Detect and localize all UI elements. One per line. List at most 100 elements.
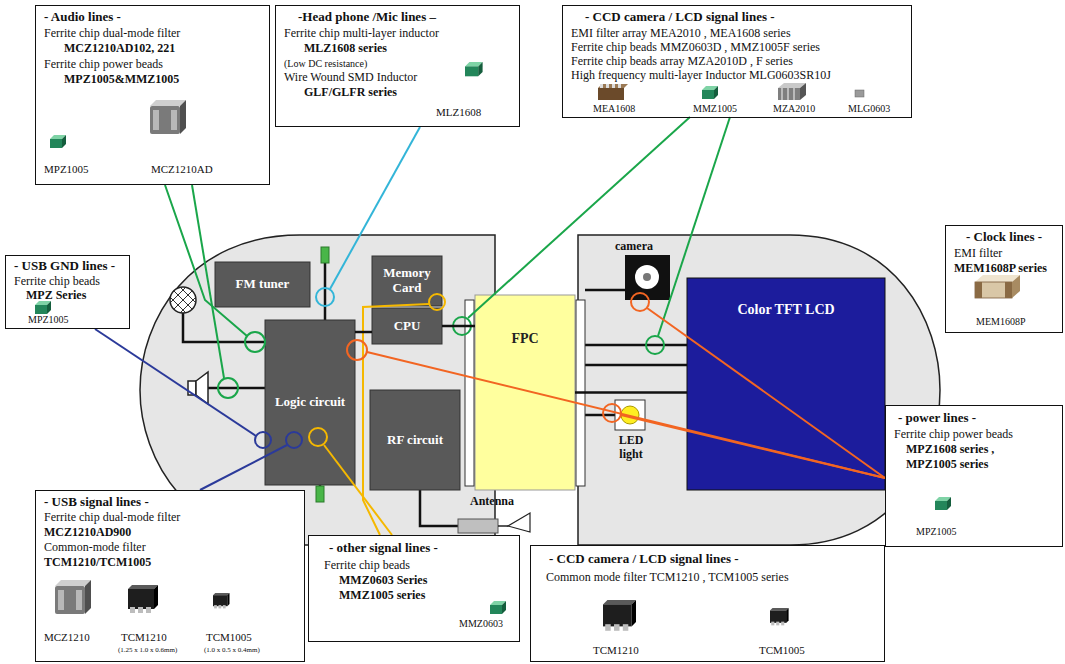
emi-filter-chip <box>1005 282 1012 298</box>
leader-line <box>468 117 690 318</box>
callout-box: - USB signal lines -Ferrite chip dual-mo… <box>35 490 305 662</box>
block-label: FM tuner <box>234 275 292 294</box>
callout-text: EMI filter <box>954 247 1002 261</box>
callout-text: TCM1210/TCM1005 <box>44 556 151 570</box>
callout-ground <box>275 5 520 127</box>
circuit-block: CPU <box>372 308 442 344</box>
callout-heading: - USB signal lines - <box>44 495 149 510</box>
callout-circle <box>218 378 238 398</box>
callout-text: MPZ1005 <box>28 314 69 326</box>
antenna <box>498 525 508 527</box>
circuit-wire <box>208 387 265 390</box>
callout-circle <box>646 336 664 354</box>
speaker <box>188 372 208 404</box>
callout-box: - CCD camera / LCD signal lines -Common … <box>530 545 885 662</box>
block-label: FPC <box>509 329 540 349</box>
component-icon <box>770 608 789 625</box>
array-chip <box>618 84 621 88</box>
part-label: camera <box>606 240 662 254</box>
tiny-chip <box>855 90 864 97</box>
block-label: Memory Card <box>372 264 442 298</box>
callout-heading: - Clock lines - <box>966 230 1042 245</box>
emi-filter-chip <box>975 275 1020 298</box>
callout-ground <box>885 405 1063 547</box>
circuit-block: Color TFT LCD <box>687 278 885 490</box>
camera-module <box>635 265 659 289</box>
callout-ground <box>945 225 1063 333</box>
block-label: CPU <box>392 317 423 336</box>
leader-line <box>95 117 885 535</box>
component-icon <box>128 585 158 613</box>
callout-heading: - Audio lines - <box>44 10 121 25</box>
callout-circle <box>309 428 327 446</box>
callout-heading: - CCD camera / LCD signal lines - <box>585 10 775 25</box>
leader-line <box>658 117 730 336</box>
callout-text: MCZ1210 <box>44 631 90 644</box>
callout-text: MMZ1005 series <box>339 589 425 603</box>
callout-text: Ferrite chip beads array MZA2010D , F se… <box>571 55 793 69</box>
leader-line <box>324 445 392 535</box>
block-label: Logic circuit <box>273 393 347 412</box>
circuit-wire <box>585 414 615 417</box>
circuit-block-fill <box>215 256 885 490</box>
callout-text: Common mode filter TCM1210 , TCM1005 ser… <box>546 571 789 585</box>
callout-text: MLG0603 <box>848 103 890 115</box>
callout-box: - Audio lines -Ferrite chip dual-mode fi… <box>35 5 270 185</box>
callout-box: - CCD camera / LCD signal lines - EMI fil… <box>562 5 912 118</box>
callout-heading: -Head phone /Mic lines – <box>298 10 436 25</box>
leader-line <box>95 329 256 436</box>
component-icon <box>55 580 91 614</box>
array-chip <box>598 84 628 88</box>
callout-heading: - USB GND lines - <box>14 259 115 274</box>
microphone <box>171 288 195 312</box>
emi-filter-chip <box>975 282 1012 298</box>
callout-text: MPZ1608 series , <box>906 443 994 457</box>
callout-box: -Head phone /Mic lines –Ferrite chip mul… <box>275 5 520 127</box>
array-chip <box>606 84 609 88</box>
array-chip <box>600 84 603 88</box>
component-icon <box>150 100 186 134</box>
callout-text: TCM1005 <box>759 644 805 657</box>
callout-text: MMZ0603 Series <box>339 574 427 588</box>
array-chip <box>598 84 628 100</box>
leader-line <box>192 185 224 378</box>
antenna <box>458 519 498 533</box>
leader-line <box>330 127 420 289</box>
circuit-block-fill <box>265 320 355 485</box>
callout-text: (1.25 x 1.0 x 0.6mm) <box>118 646 177 654</box>
circuit-wire <box>324 263 327 320</box>
callout-text: MCZ1210AD <box>151 163 213 176</box>
callout-text: Common-mode filter <box>44 541 146 555</box>
callout-text: Ferrite chip power beads <box>44 58 163 72</box>
callout-box: - Clock lines -EMI filterMEM1608P series… <box>945 225 1063 333</box>
callout-ground <box>308 535 520 642</box>
circuit-block-fill <box>372 256 442 306</box>
leader-line <box>367 352 885 478</box>
microphone <box>170 287 196 313</box>
callout-text: EMI filter array MEA2010 , MEA1608 serie… <box>571 27 791 41</box>
fpc-socket <box>465 300 474 486</box>
emi-filter-chip <box>975 282 982 298</box>
callout-text: TCM1005 <box>206 631 252 644</box>
circuit-wire <box>585 289 625 292</box>
callout-text: TCM1210 <box>121 631 167 644</box>
microphone <box>171 288 185 302</box>
array-chip <box>612 84 615 88</box>
fpc-socket <box>465 300 585 486</box>
microphone <box>181 298 195 312</box>
component-icon <box>603 600 636 631</box>
component-icon <box>935 497 951 510</box>
callout-circle <box>631 293 649 311</box>
array-chip <box>781 88 783 100</box>
callout-text: (1.0 x 0.5 x 0.4mm) <box>204 646 260 654</box>
callout-ground <box>530 545 885 662</box>
callout-text: High frequency multi-layer Inductor MLG0… <box>571 69 831 83</box>
circuit-wire <box>585 344 687 347</box>
component-icon <box>490 601 506 614</box>
tiny-chip <box>855 90 864 97</box>
microphone <box>174 291 192 309</box>
callout-ground <box>562 5 912 117</box>
part-label: LED light <box>611 434 651 462</box>
leader-line <box>621 415 885 478</box>
callout-text: MLZ1608 series <box>304 42 387 56</box>
